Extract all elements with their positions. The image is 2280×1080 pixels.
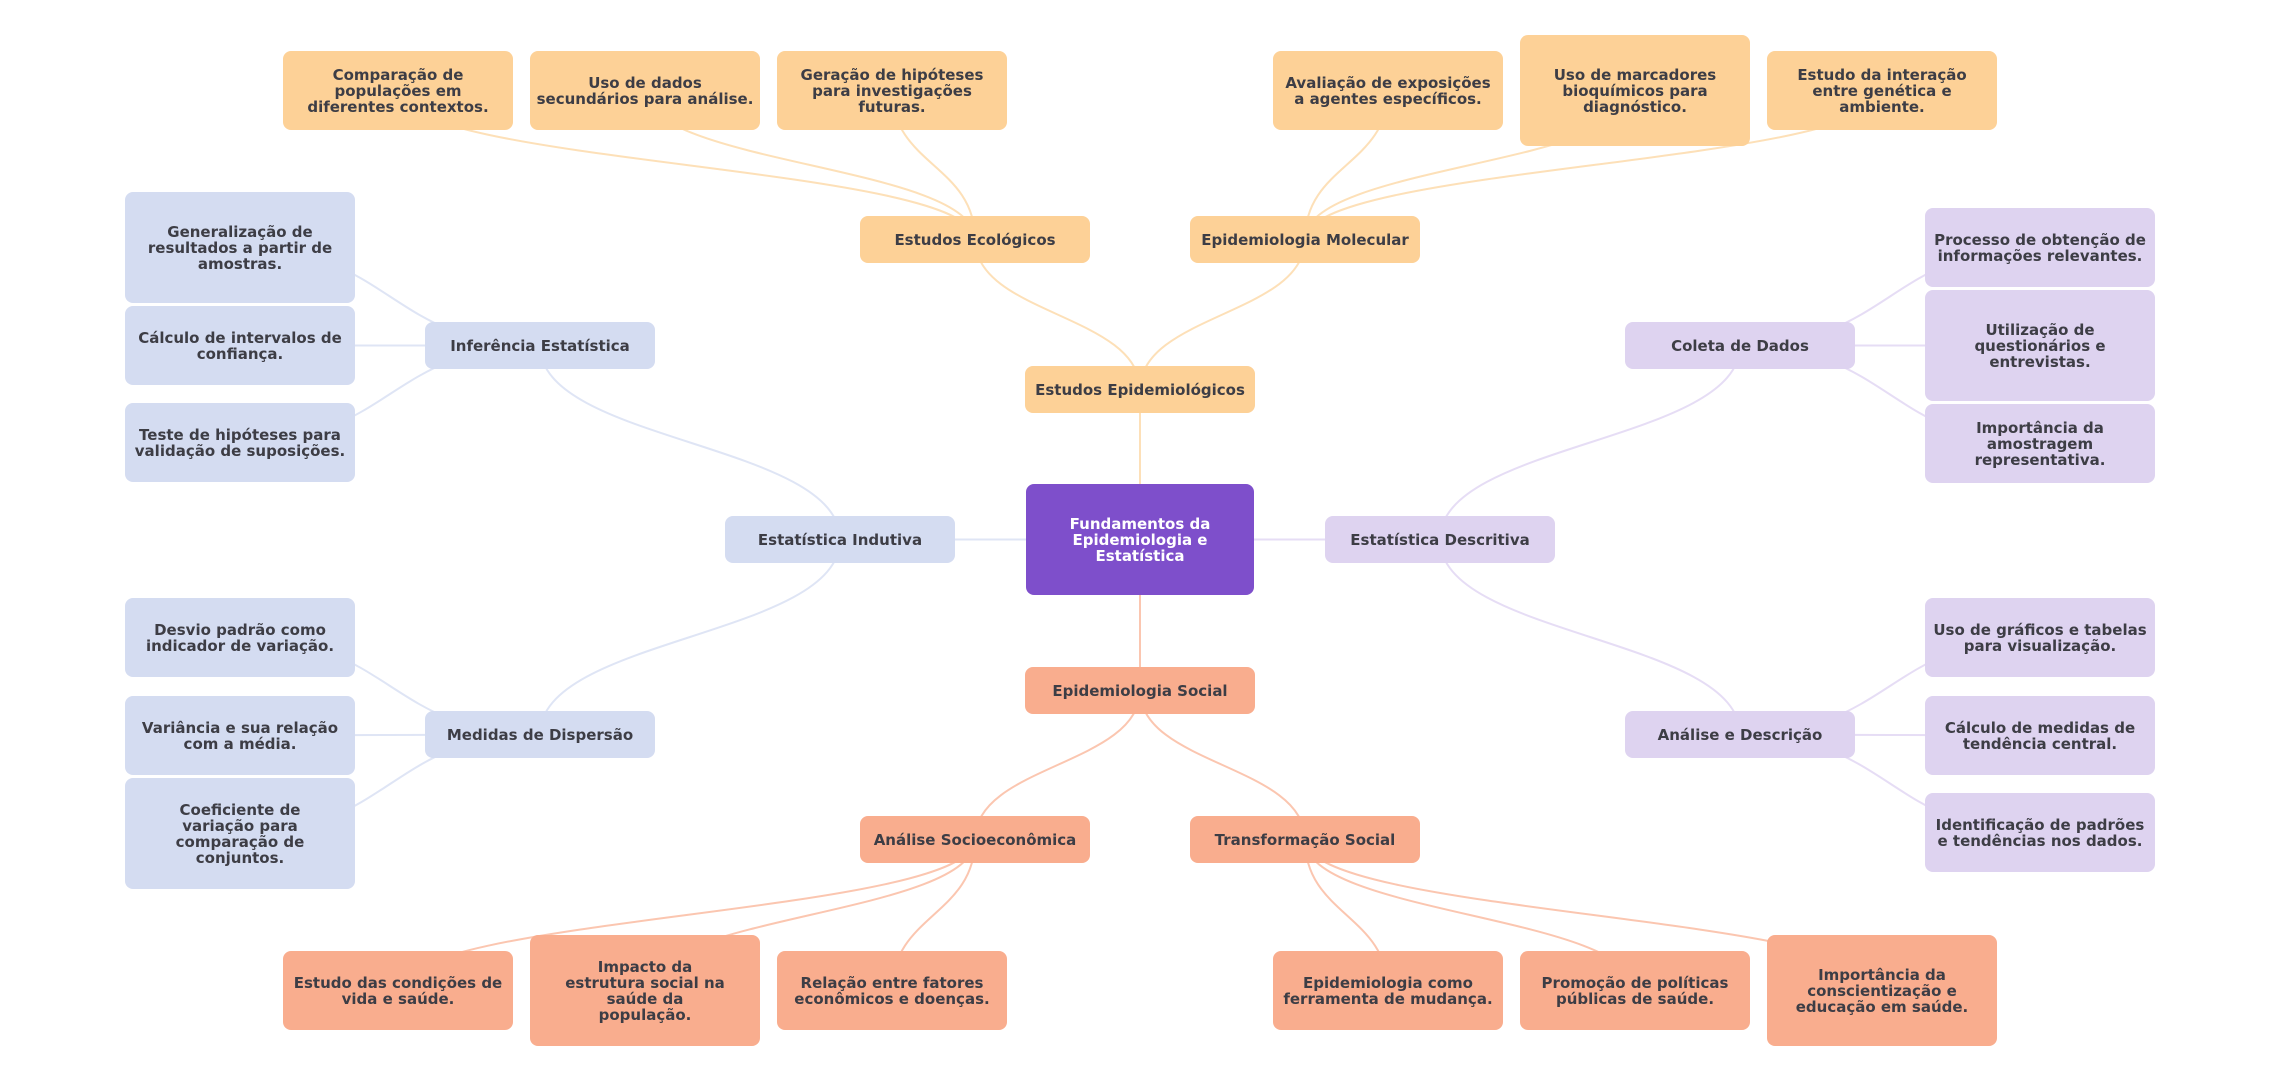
leaf-node[interactable]: Relação entre fatores econômicos e doenç…: [777, 951, 1007, 1030]
connector-line: [974, 690, 1141, 840]
leaf-node[interactable]: Avaliação de exposições a agentes especí…: [1273, 51, 1503, 130]
node-epidemiologia-social[interactable]: Epidemiologia Social: [1025, 667, 1255, 714]
leaf-node[interactable]: Uso de gráficos e tabelas para visualiza…: [1925, 598, 2155, 677]
leaf-node[interactable]: Utilização de questionários e entrevista…: [1925, 290, 2155, 401]
node-estudos-ecologicos[interactable]: Estudos Ecológicos: [860, 216, 1090, 263]
connector-line: [1439, 539, 1741, 735]
leaf-node[interactable]: Comparação de populações em diferentes c…: [283, 51, 513, 130]
leaf-node[interactable]: Uso de dados secundários para análise.: [530, 51, 760, 130]
leaf-node[interactable]: Cálculo de intervalos de confiança.: [125, 306, 355, 385]
leaf-node[interactable]: Promoção de políticas públicas de saúde.: [1520, 951, 1750, 1030]
node-epidemiologia-molecular[interactable]: Epidemiologia Molecular: [1190, 216, 1420, 263]
leaf-node[interactable]: Importância da conscientização e educaçã…: [1767, 935, 1997, 1046]
connector-line: [539, 345, 841, 540]
connector-line: [539, 539, 841, 735]
leaf-node[interactable]: Processo de obtenção de informações rele…: [1925, 208, 2155, 287]
leaf-node[interactable]: Estudo da interação entre genética e amb…: [1767, 51, 1997, 130]
leaf-node[interactable]: Desvio padrão como indicador de variação…: [125, 598, 355, 677]
node-estudos-epidemiologicos[interactable]: Estudos Epidemiológicos: [1025, 366, 1255, 413]
leaf-node[interactable]: Geração de hipóteses para investigações …: [777, 51, 1007, 130]
connector-line: [974, 239, 1141, 390]
leaf-node[interactable]: Epidemiologia como ferramenta de mudança…: [1273, 951, 1503, 1030]
root-node[interactable]: Fundamentos da Epidemiologia e Estatísti…: [1026, 484, 1254, 595]
connector-line: [1139, 239, 1306, 390]
leaf-node[interactable]: Generalização de resultados a partir de …: [125, 192, 355, 303]
connector-line: [1439, 345, 1741, 540]
leaf-node[interactable]: Impacto da estrutura social na saúde da …: [530, 935, 760, 1046]
leaf-node[interactable]: Variância e sua relação com a média.: [125, 696, 355, 775]
leaf-node[interactable]: Importância da amostragem representativa…: [1925, 404, 2155, 483]
node-medidas-de-dispersao[interactable]: Medidas de Dispersão: [425, 711, 655, 758]
node-estatistica-indutiva[interactable]: Estatística Indutiva: [725, 516, 955, 563]
leaf-node[interactable]: Teste de hipóteses para validação de sup…: [125, 403, 355, 482]
leaf-node[interactable]: Estudo das condições de vida e saúde.: [283, 951, 513, 1030]
node-transformacao-social[interactable]: Transformação Social: [1190, 816, 1420, 863]
leaf-node[interactable]: Coeficiente de variação para comparação …: [125, 778, 355, 889]
node-analise-socioeconomica[interactable]: Análise Socioeconômica: [860, 816, 1090, 863]
node-analise-e-descricao[interactable]: Análise e Descrição: [1625, 711, 1855, 758]
connector-line: [1139, 690, 1306, 840]
node-coleta-de-dados[interactable]: Coleta de Dados: [1625, 322, 1855, 369]
leaf-node[interactable]: Uso de marcadores bioquímicos para diagn…: [1520, 35, 1750, 146]
node-inferencia-estatistica[interactable]: Inferência Estatística: [425, 322, 655, 369]
leaf-node[interactable]: Identificação de padrões e tendências no…: [1925, 793, 2155, 872]
node-estatistica-descritiva[interactable]: Estatística Descritiva: [1325, 516, 1555, 563]
leaf-node[interactable]: Cálculo de medidas de tendência central.: [1925, 696, 2155, 775]
